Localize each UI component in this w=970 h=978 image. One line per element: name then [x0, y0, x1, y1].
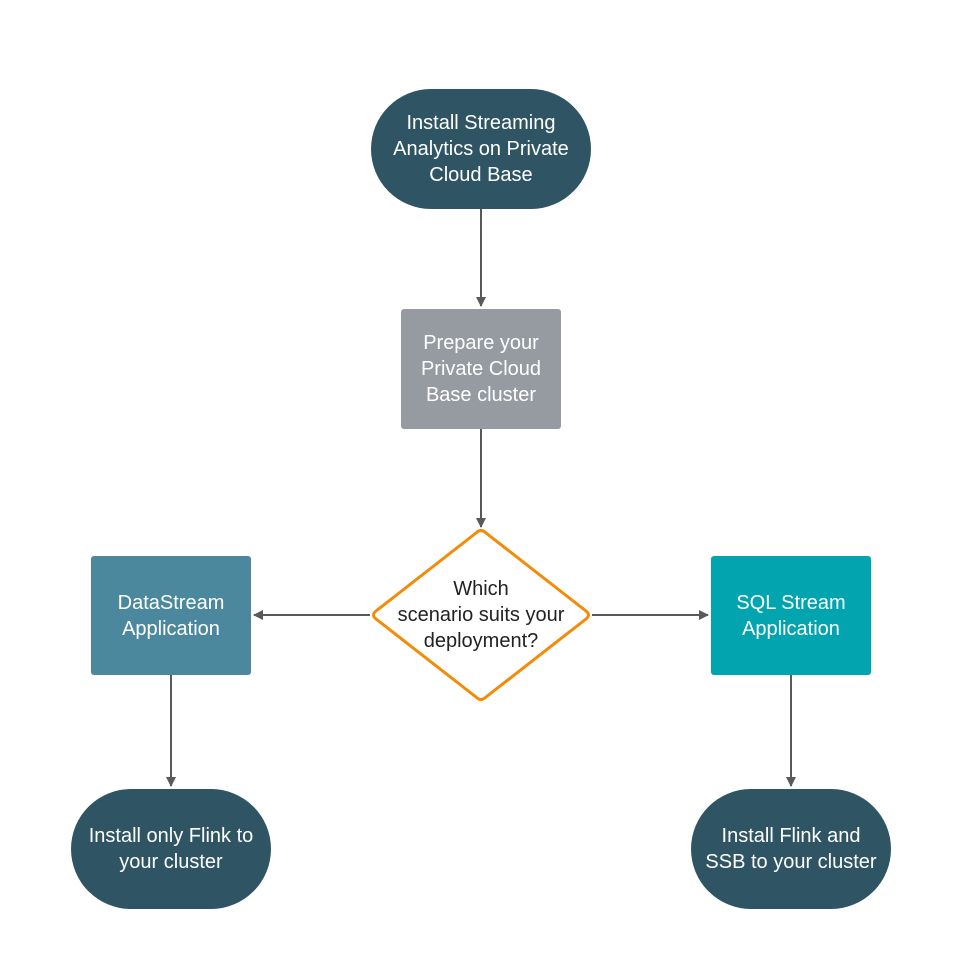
datastream-application-label: DataStream Application	[117, 591, 225, 640]
decision-label: Which scenario suits your deployment?	[397, 578, 565, 652]
prepare-cluster-node: Prepare your Private Cloud Base cluster	[401, 309, 561, 429]
install-flink-ssb-label: Install Flink and SSB to your cluster	[705, 825, 877, 873]
datastream-application-node: DataStream Application	[91, 556, 251, 675]
install-flink-ssb-node: Install Flink and SSB to your cluster	[691, 789, 891, 909]
decision-node: Which scenario suits your deployment?	[381, 560, 581, 670]
prepare-cluster-label: Prepare your Private Cloud Base cluster	[420, 332, 542, 406]
install-flink-only-node: Install only Flink to your cluster	[71, 789, 271, 909]
start-node: Install Streaming Analytics on Private C…	[371, 89, 591, 209]
start-node-label: Install Streaming Analytics on Private C…	[393, 112, 569, 186]
decision-diamond	[372, 529, 590, 701]
sql-stream-application-label: SQL Stream Application	[736, 591, 846, 640]
install-flink-only-label: Install only Flink to your cluster	[88, 825, 254, 873]
sql-stream-application-node: SQL Stream Application	[711, 556, 871, 675]
